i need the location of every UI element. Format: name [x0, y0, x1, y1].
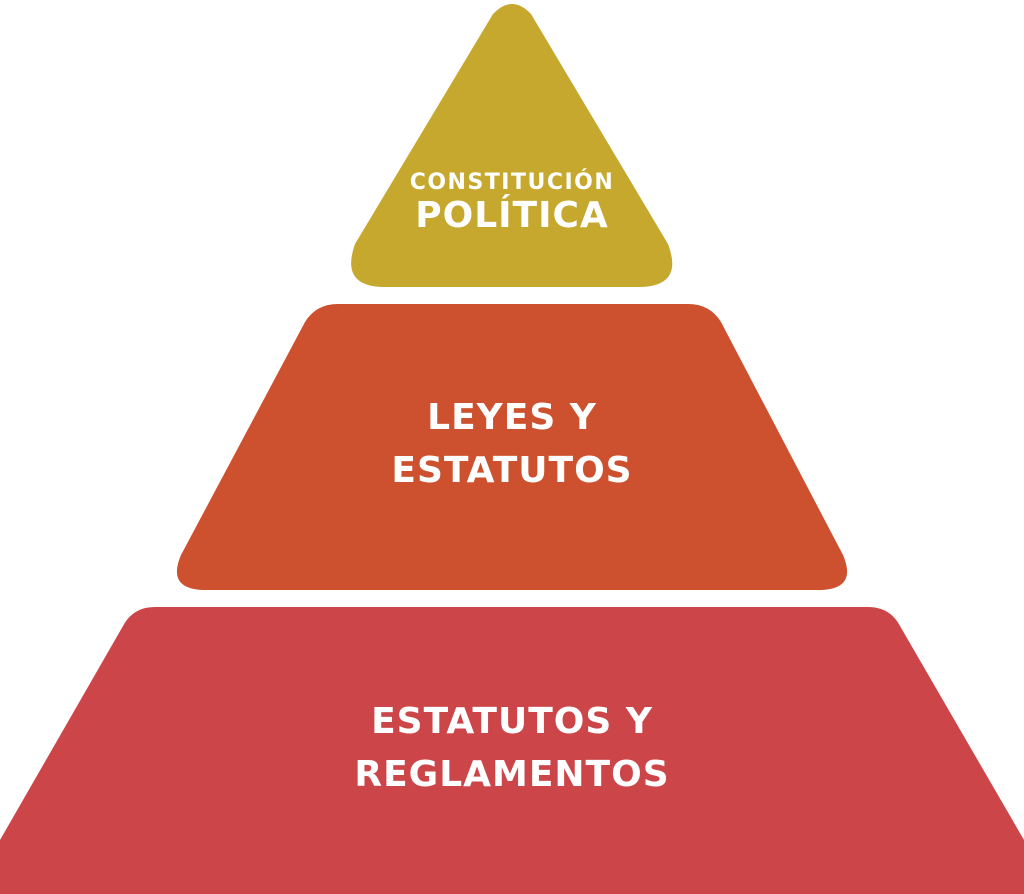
tier-top-line2: POLÍTICA — [415, 195, 609, 237]
tier-bottom-line1: ESTATUTOS Y — [371, 701, 653, 742]
tier-middle-line2: ESTATUTOS — [391, 450, 633, 491]
tier-label-bottom: ESTATUTOS Y REGLAMENTOS — [0, 695, 1024, 801]
pyramid-tier-middle — [176, 304, 848, 590]
tier-bottom-line2: REGLAMENTOS — [354, 754, 670, 795]
pyramid-tier-top — [351, 4, 673, 287]
tier-label-top: CONSTITUCIÓN POLÍTICA — [0, 170, 1024, 236]
tier-label-middle: LEYES Y ESTATUTOS — [0, 391, 1024, 497]
tier-middle-line1: LEYES Y — [427, 397, 597, 438]
tier-top-line1: CONSTITUCIÓN — [409, 170, 615, 195]
pyramid-tier-bottom — [0, 607, 1024, 894]
